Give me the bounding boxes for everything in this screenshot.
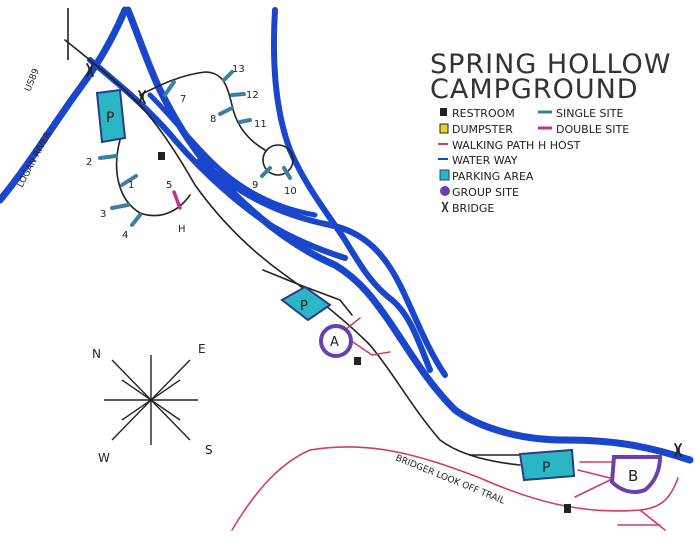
compass-south: S [205, 443, 213, 457]
restroom-icon [158, 152, 165, 160]
site-3: 3 [100, 209, 106, 220]
dumpster-icon [439, 123, 449, 134]
site-tick-10 [282, 166, 292, 180]
site-9: 9 [252, 180, 258, 191]
site-12: 12 [246, 90, 259, 101]
bridges [86, 63, 682, 457]
site-tick-8 [218, 106, 234, 116]
site-tick-5 [172, 190, 182, 210]
parking-area-south: P [518, 448, 576, 482]
legend-parking-area: PARKING AREA [452, 170, 534, 183]
bridge-icon [138, 90, 146, 104]
legend: RESTROOM SINGLE SITE DUMPSTER DOUBLE SIT… [438, 107, 629, 215]
group-sites: A B [319, 324, 663, 494]
title-line-2: CAMPGROUND [430, 74, 639, 105]
host-marker: H [178, 224, 186, 235]
us89-label: US89 [24, 67, 42, 93]
river-channel-north [270, 7, 433, 373]
group-site-b: B [609, 455, 663, 494]
site-10: 10 [284, 186, 297, 197]
legend-dumpster: DUMPSTER [452, 123, 513, 136]
restroom-icon [440, 108, 447, 116]
logan-river [0, 6, 129, 204]
legend-restroom: RESTROOM [452, 107, 515, 120]
restroom-icon [354, 357, 361, 365]
river-channel-center [147, 92, 318, 218]
river-main-channel [124, 6, 694, 464]
legend-host: H HOST [538, 139, 581, 152]
legend-walking-path: WALKING PATH [452, 139, 534, 152]
parking-areas: P P P [95, 88, 576, 482]
group-b-spur [577, 461, 613, 479]
site-tick-2 [98, 154, 118, 160]
parking-area-middle: P [280, 285, 332, 322]
group-site-b-label: B [628, 467, 638, 485]
site-13: 13 [232, 64, 245, 75]
logan-river-label: LOGAN RIVER [16, 130, 54, 189]
parking-spur [262, 269, 353, 316]
bridge-icon [441, 201, 449, 213]
site-tick-13 [222, 70, 234, 82]
site-4: 4 [122, 230, 128, 241]
site-8: 8 [210, 114, 216, 125]
river-channel-west [87, 57, 348, 261]
parking-label: P [106, 110, 114, 126]
double-sites [172, 190, 182, 210]
legend-double-site: DOUBLE SITE [556, 123, 629, 136]
site-1: 1 [128, 180, 134, 191]
compass-labels: N E S W [92, 342, 213, 465]
bridge-icon [674, 443, 682, 457]
group-site-a: A [319, 324, 353, 358]
site-tick-3 [110, 203, 130, 210]
site-7: 7 [180, 94, 186, 105]
paths [64, 39, 541, 466]
site-numbers: 1 2 3 4 5 7 8 9 10 11 12 13 H [86, 64, 297, 241]
lower-loop [115, 139, 191, 217]
title-line-1: SPRING HOLLOW [430, 49, 671, 80]
river-channel-braid [197, 157, 448, 378]
group-a-spur-2 [344, 317, 361, 331]
parking-icon [439, 169, 450, 181]
legend-water-way: WATER WAY [452, 154, 518, 167]
site-5: 5 [166, 180, 172, 191]
restroom-icon [564, 504, 571, 513]
single-sites [98, 70, 292, 227]
waterways [0, 6, 694, 464]
legend-group-site: GROUP SITE [452, 186, 519, 199]
site-tick-7 [163, 80, 176, 97]
group-site-a-label: A [330, 335, 339, 350]
bridger-trail [231, 446, 679, 531]
bridger-trail-label: BRIDGER LOOK OFF TRAIL [394, 454, 506, 507]
site-tick-11 [238, 118, 252, 124]
compass-north: N [92, 347, 101, 361]
trail-east-spur [574, 479, 666, 531]
site-11: 11 [254, 119, 267, 130]
group-a-spur [349, 339, 391, 356]
compass-rose [104, 355, 198, 445]
group-site-icon [440, 186, 450, 196]
walking-paths [231, 317, 679, 531]
compass-west: W [98, 451, 110, 465]
parking-label: P [542, 460, 550, 476]
turnaround-loop [262, 144, 294, 176]
restrooms [158, 152, 571, 513]
site-tick-1 [120, 174, 138, 187]
legend-bridge: BRIDGE [452, 202, 494, 215]
main-road [64, 39, 521, 466]
site-2: 2 [86, 157, 92, 168]
parking-area-north: P [95, 88, 127, 144]
compass-east: E [198, 342, 206, 356]
bridge-icon [86, 63, 94, 77]
site-tick-12 [230, 92, 246, 97]
legend-single-site: SINGLE SITE [556, 107, 624, 120]
parking-label: P [300, 299, 308, 314]
site-tick-9 [260, 166, 272, 178]
site-tick-4 [130, 213, 142, 227]
map-title: SPRING HOLLOW CAMPGROUND [430, 49, 671, 105]
